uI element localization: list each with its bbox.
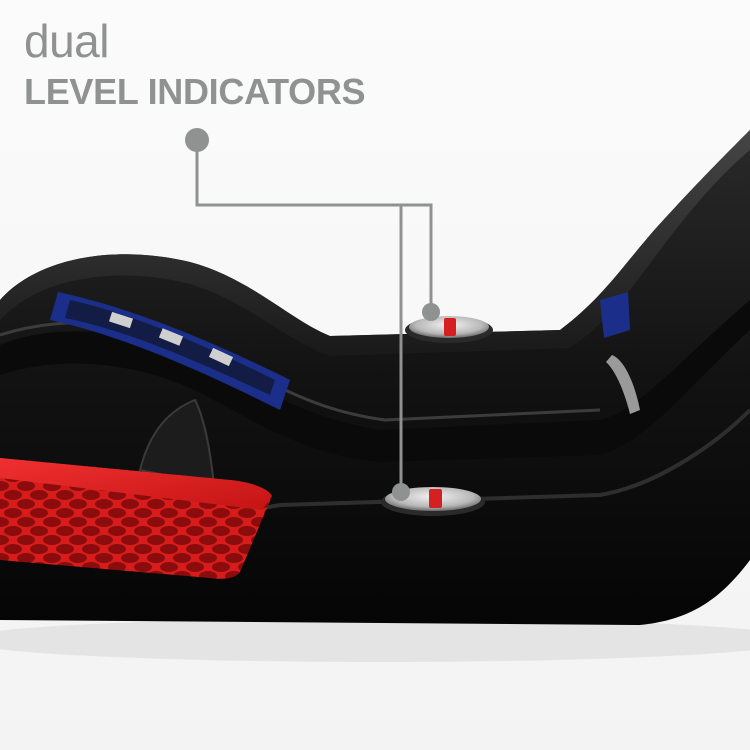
- instruction-label: [50, 292, 290, 410]
- level-indicator-upper: [405, 316, 493, 343]
- callout-end-dot-lower: [392, 483, 410, 501]
- base-inner-channel: [0, 300, 750, 462]
- side-label: [600, 292, 630, 338]
- red-footrest-rim: [0, 458, 272, 510]
- callout-lines: [195, 140, 433, 492]
- latch-chrome: [606, 355, 640, 414]
- support-fin: [138, 398, 216, 487]
- headline-level-indicators: LEVEL INDICATORS: [24, 71, 366, 112]
- floor-shadow: [0, 618, 750, 662]
- callout-end-dot-upper: [422, 303, 440, 321]
- callout-dot-icon: [185, 128, 209, 152]
- headline-dual: dual: [24, 15, 109, 67]
